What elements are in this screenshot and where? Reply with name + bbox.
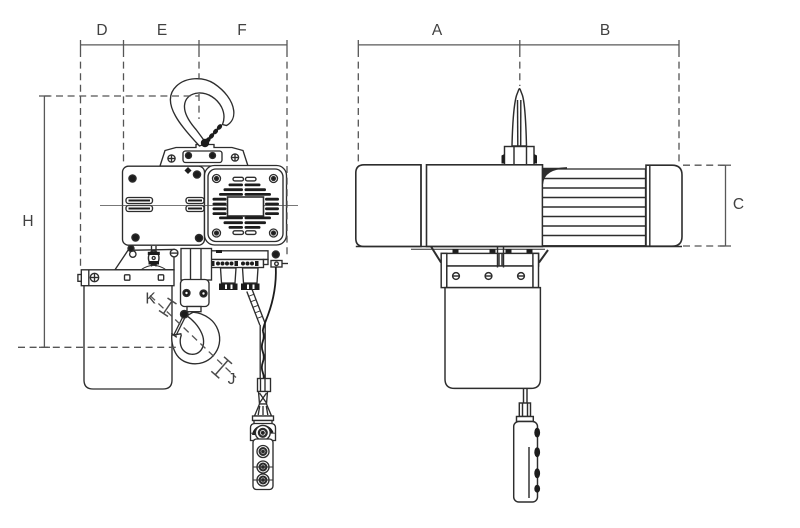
svg-text:A: A (432, 22, 443, 39)
svg-text:E: E (157, 22, 167, 39)
svg-text:J: J (228, 371, 236, 388)
svg-text:B: B (600, 22, 610, 39)
svg-text:K: K (145, 291, 156, 308)
svg-text:H: H (22, 213, 33, 230)
svg-text:D: D (96, 22, 107, 39)
svg-text:C: C (733, 196, 744, 213)
svg-text:F: F (237, 22, 246, 39)
